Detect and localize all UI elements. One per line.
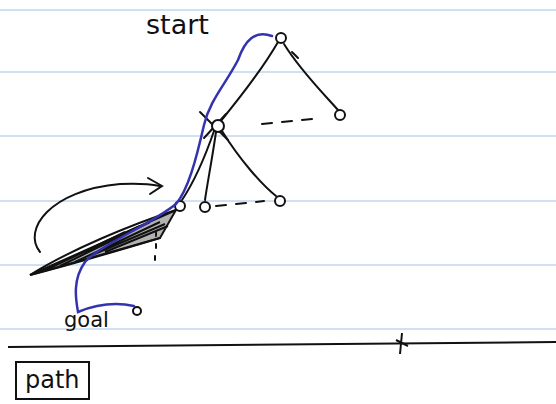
solution-path <box>76 34 272 312</box>
start-label: start <box>146 10 209 40</box>
path-box: path <box>15 361 90 400</box>
rule-lines <box>0 10 556 329</box>
box-text: path <box>25 367 80 393</box>
goal-label: goal <box>64 309 109 332</box>
tree-edges <box>30 42 338 275</box>
baseline <box>8 333 556 354</box>
tree-nodes <box>133 33 345 315</box>
